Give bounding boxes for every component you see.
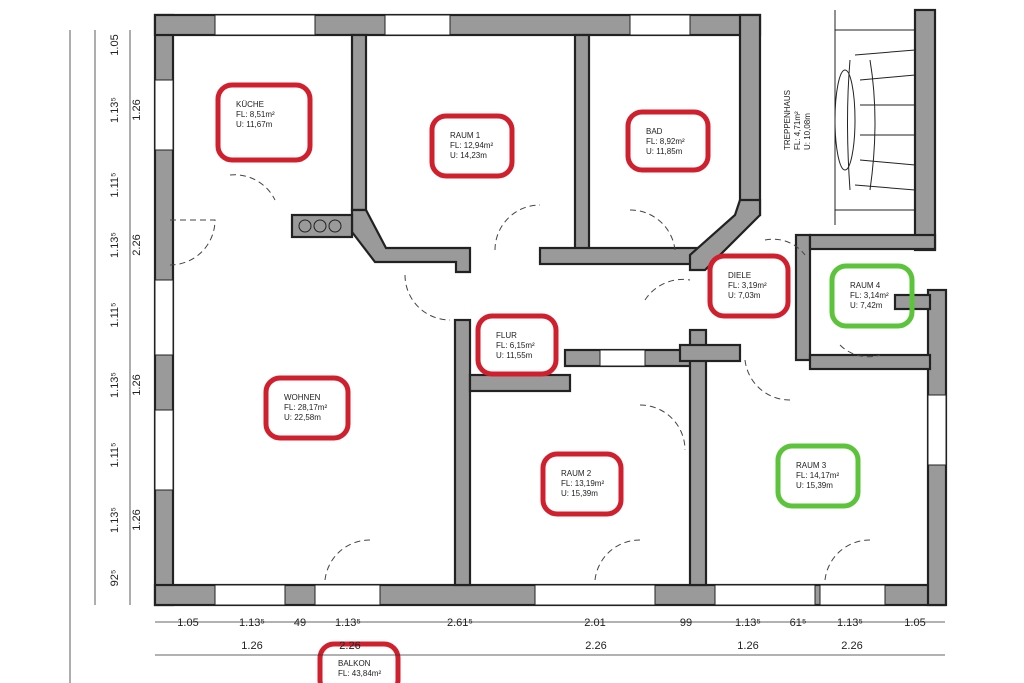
dim-bottom-label: 99 (680, 617, 692, 629)
staircase (834, 10, 916, 225)
room-label-name: RAUM 2 (561, 469, 592, 478)
dims-bottom-top: 1.05 1.13⁵ 49 1.13⁵ 2.61⁵ 2.01 99 1.13⁵ 61⁵ 1.13⁵… (177, 617, 925, 629)
room-highlight-box (775, 443, 861, 509)
dim-left-label: 1.26 (131, 99, 143, 120)
room-label-name: FLUR (496, 331, 517, 340)
room-label-line: FL: 4,71m² (793, 111, 802, 150)
room-label-fl: FL: 14,17m² (796, 471, 839, 480)
room-label-u: U: 7,42m (850, 301, 883, 310)
inner-walls (290, 33, 937, 587)
room-highlight-box (625, 109, 711, 173)
room-label-name: RAUM 4 (850, 281, 881, 290)
dim-left-label: 1.11⁵ (109, 302, 121, 327)
dim-left-label: 92⁵ (109, 570, 121, 587)
dim-left-label: 1.11⁵ (109, 172, 121, 197)
room-label-u: U: 11,85m (646, 147, 683, 156)
room-label-name: BALKON (338, 659, 371, 668)
dim-bottom-label: 1.13⁵ (735, 617, 761, 629)
dim-bottom-total-label: 1.26 (241, 640, 262, 652)
room-label-line: U: 10,08m (803, 113, 812, 150)
room-label-fl: FL: 3,14m² (850, 291, 889, 300)
dim-bottom-total-label: 2.26 (841, 640, 862, 652)
room-highlight-box (707, 253, 791, 319)
dim-bottom-total-label: 1.26 (737, 640, 758, 652)
dim-bottom-label: 1.05 (177, 617, 198, 629)
room-label-name: RAUM 3 (796, 461, 827, 470)
room-highlight-box (475, 313, 559, 377)
windows (154, 14, 947, 606)
dims-left: 1.05 1.13⁵ 1.26 1.11⁵ 1.13⁵ 2.26 1.11⁵ 1.13⁵ 1.2… (109, 34, 143, 586)
dim-left-label: 1.13⁵ (109, 232, 121, 258)
dim-left-label: 1.13⁵ (109, 372, 121, 398)
room-label-fl: FL: 8,51m² (236, 110, 275, 119)
room-label-fl: FL: 43,84m² (338, 669, 381, 678)
room-label-name: BAD (646, 127, 663, 136)
room-highlight-box (215, 82, 313, 163)
room-label-u: U: 22,58m (284, 413, 321, 422)
room-label-u: U: 7,03m (728, 291, 761, 300)
room-highlight-box (429, 113, 515, 179)
dim-bottom-label: 49 (294, 617, 306, 629)
room-label-name: KÜCHE (236, 100, 264, 109)
dim-bottom-label: 1.13⁵ (837, 617, 863, 629)
room-label-u: U: 11,67m (236, 120, 273, 129)
room-label-u: U: 15,39m (561, 489, 598, 498)
room-label-fl: FL: 3,19m² (728, 281, 767, 290)
dim-left-label: 1.13⁵ (109, 97, 121, 123)
room-highlight-box (540, 451, 624, 517)
dim-bottom-label: 2.01 (584, 617, 605, 629)
dim-left-label: 2.26 (131, 234, 143, 255)
room-label-name: RAUM 1 (450, 131, 481, 140)
outer-walls (153, 8, 948, 607)
dim-left-label: 1.13⁵ (109, 507, 121, 533)
dim-bottom-label: 1.05 (904, 617, 925, 629)
dim-bottom-total-label: 2.26 (339, 640, 360, 652)
room-label-fl: FL: 13,19m² (561, 479, 604, 488)
room-label-name: DIELE (728, 271, 751, 280)
dim-left-label: 1.26 (131, 374, 143, 395)
room-label-line: TREPPENHAUS (783, 90, 792, 150)
room-label-u: U: 11,55m (496, 351, 533, 360)
dim-left-label: 1.05 (109, 34, 121, 55)
room-highlight-box (317, 641, 401, 683)
dim-bottom-label: 1.13⁵ (335, 617, 361, 629)
dim-left-label: 1.11⁵ (109, 442, 121, 467)
dim-bottom-label: 61⁵ (790, 617, 807, 629)
dim-bottom-label: 1.13⁵ (239, 617, 265, 629)
room-label-fl: FL: 8,92m² (646, 137, 685, 146)
room-highlight-box (263, 375, 351, 441)
dim-left-label: 1.26 (131, 509, 143, 530)
room-label-fl: FL: 28,17m² (284, 403, 327, 412)
room-label-u: U: 14,23m (450, 151, 487, 160)
room-label-fl: FL: 6,15m² (496, 341, 535, 350)
dimensions (69, 30, 945, 683)
room-highlight-box (829, 263, 915, 329)
door-swings (169, 174, 881, 581)
room-label-u: U: 15,39m (796, 481, 833, 490)
dim-bottom-total-label: 2.26 (585, 640, 606, 652)
room-label-fl: FL: 12,94m² (450, 141, 493, 150)
dim-bottom-label: 2.61⁵ (447, 617, 473, 629)
dims-bottom-bottom: 1.26 2.26 2.26 1.26 2.26 (241, 640, 862, 652)
room-label-name: WOHNEN (284, 393, 321, 402)
